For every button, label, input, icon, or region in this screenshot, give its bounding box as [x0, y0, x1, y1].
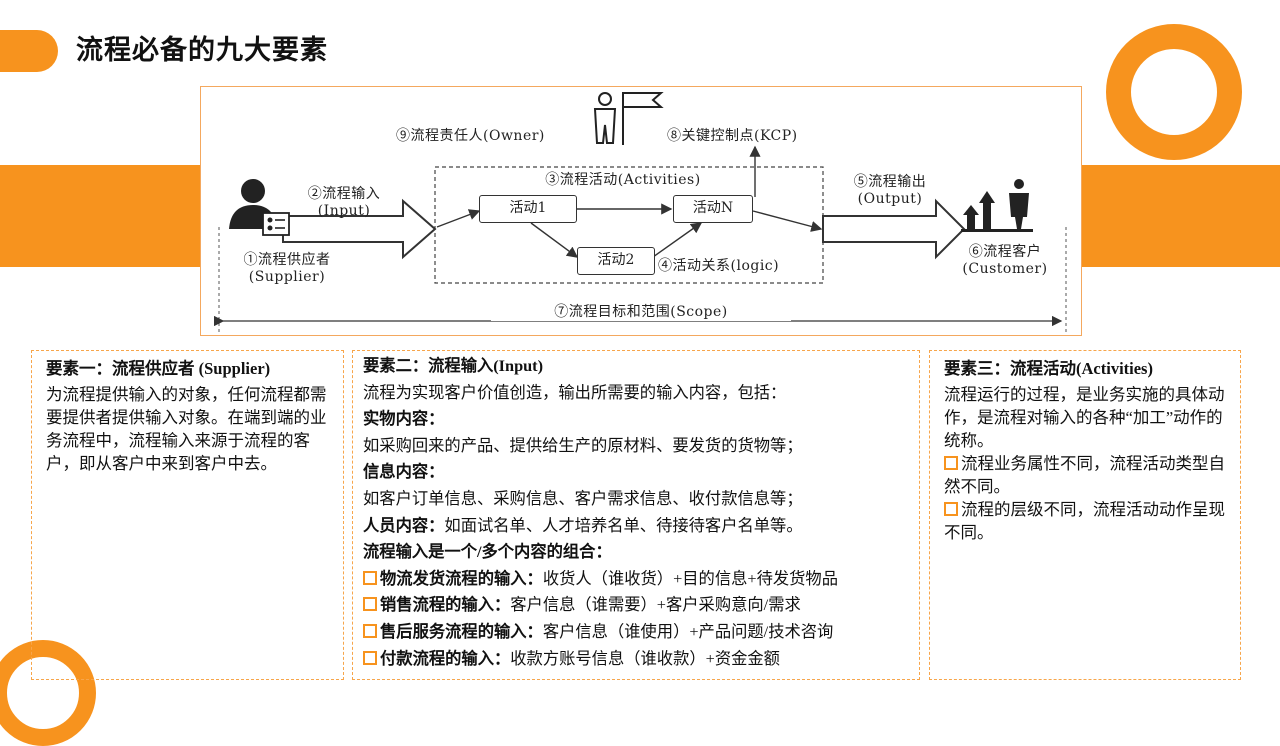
panel-supplier: 要素一：流程供应者 (Supplier) 为流程提供输入的对象，任何流程都需要提…	[31, 350, 344, 680]
checkbox-square-icon	[363, 597, 377, 611]
input-item-label: 售后服务流程的输入：	[380, 622, 543, 641]
panel-activities-body: 流程运行的过程，是业务实施的具体动作，是流程对输入的各种“加工”动作的统称。	[944, 383, 1226, 452]
checkbox-square-icon	[944, 456, 958, 470]
checkbox-square-icon	[363, 651, 377, 665]
customer-label: ⑥流程客户 (Customer)	[947, 241, 1063, 277]
supplier-label-line1: ①流程供应者	[225, 249, 349, 269]
panel-activities-heading: 要素三：流程活动(Activities)	[944, 357, 1226, 381]
people-text: 如面试名单、人才培养名单、待接待客户名单等。	[444, 516, 802, 535]
activities-bullet-text: 流程的层级不同，流程活动动作呈现不同。	[944, 500, 1225, 542]
input-item: 物流发货流程的输入：收货人（谁收货）+目的信息+待发货物品	[363, 566, 909, 593]
input-item-text: 客户信息（谁使用）+产品问题/技术咨询	[543, 622, 834, 641]
page-title: 流程必备的九大要素	[76, 30, 328, 72]
input-label-line1: ②流程输入	[289, 183, 399, 203]
activities-bullet: 流程业务属性不同，流程活动类型自然不同。	[944, 452, 1226, 498]
supplier-label-line2: (Supplier)	[225, 269, 349, 285]
combo-heading: 流程输入是一个/多个内容的组合：	[363, 539, 909, 566]
activities-label: ③流程活动(Activities)	[493, 169, 753, 189]
owner-flag-icon	[595, 93, 661, 145]
input-item: 售后服务流程的输入：客户信息（谁使用）+产品问题/技术咨询	[363, 619, 909, 646]
activity-2-box: 活动2	[577, 247, 655, 275]
owner-label: ⑨流程责任人(Owner)	[396, 125, 545, 145]
checkbox-square-icon	[944, 502, 958, 516]
activities-bullet: 流程的层级不同，流程活动动作呈现不同。	[944, 498, 1226, 544]
info-heading: 信息内容：	[363, 459, 909, 486]
title-accent-tab	[0, 30, 58, 72]
activity-n-box: 活动N	[673, 195, 753, 223]
physical-text: 如采购回来的产品、提供给生产的原材料、要发货的货物等；	[363, 433, 909, 460]
customer-label-line1: ⑥流程客户	[947, 241, 1063, 261]
input-label: ②流程输入 (Input)	[289, 183, 399, 219]
people-line: 人员内容：如面试名单、人才培养名单、待接待客户名单等。	[363, 513, 909, 540]
input-item-text: 收货人（谁收货）+目的信息+待发货物品	[543, 569, 838, 588]
process-elements-diagram: ⑨流程责任人(Owner) ⑧关键控制点(KCP) ②流程输入 (Input) …	[200, 86, 1082, 336]
output-arrow	[823, 201, 964, 257]
customer-growth-icon	[961, 179, 1033, 232]
input-item-text: 收款方账号信息（谁收款）+资金金额	[510, 649, 780, 668]
input-item-label: 物流发货流程的输入：	[380, 569, 543, 588]
accent-band-right	[1082, 165, 1280, 267]
activities-bullet-text: 流程业务属性不同，流程活动类型自然不同。	[944, 454, 1225, 496]
panel-supplier-body: 为流程提供输入的对象，任何流程都需要提供者提供输入对象。在端到端的业务流程中，流…	[46, 383, 329, 475]
physical-heading: 实物内容：	[363, 406, 909, 433]
input-item-label: 销售流程的输入：	[380, 595, 510, 614]
panel-supplier-heading: 要素一：流程供应者 (Supplier)	[46, 357, 329, 381]
decorative-ring-top	[1106, 24, 1242, 160]
supplier-label: ①流程供应者 (Supplier)	[225, 249, 349, 285]
people-heading: 人员内容：	[363, 516, 444, 535]
logic-label: ④活动关系(logic)	[658, 255, 779, 275]
arrow-activity2-to-activityN	[653, 223, 701, 257]
input-item: 付款流程的输入：收款方账号信息（谁收款）+资金金额	[363, 646, 909, 673]
arrow-activityN-to-exit	[753, 211, 821, 229]
panel-input-heading: 要素二：流程输入(Input)	[363, 353, 909, 380]
customer-label-line2: (Customer)	[947, 261, 1063, 277]
panel-input: 要素二：流程输入(Input) 流程为实现客户价值创造，输出所需要的输入内容，包…	[352, 350, 920, 680]
scope-label: ⑦流程目标和范围(Scope)	[491, 301, 791, 321]
input-item-label: 付款流程的输入：	[380, 649, 510, 668]
panel-activities: 要素三：流程活动(Activities) 流程运行的过程，是业务实施的具体动作，…	[929, 350, 1241, 680]
kcp-label: ⑧关键控制点(KCP)	[667, 125, 798, 145]
arrow-activity1-to-activity2	[531, 223, 577, 257]
output-label: ⑤流程输出 (Output)	[831, 171, 949, 207]
output-label-line1: ⑤流程输出	[831, 171, 949, 191]
panel-input-intro: 流程为实现客户价值创造，输出所需要的输入内容，包括：	[363, 380, 909, 407]
accent-band-left	[0, 165, 200, 267]
checkbox-square-icon	[363, 624, 377, 638]
checkbox-square-icon	[363, 571, 377, 585]
info-text: 如客户订单信息、采购信息、客户需求信息、收付款信息等；	[363, 486, 909, 513]
supplier-person-icon	[229, 179, 289, 235]
activity-1-box: 活动1	[479, 195, 577, 223]
output-label-line2: (Output)	[831, 191, 949, 207]
arrow-entry-to-activity1	[437, 211, 479, 227]
input-item-text: 客户信息（谁需要）+客户采购意向/需求	[510, 595, 801, 614]
input-item: 销售流程的输入：客户信息（谁需要）+客户采购意向/需求	[363, 592, 909, 619]
input-label-line2: (Input)	[289, 203, 399, 219]
